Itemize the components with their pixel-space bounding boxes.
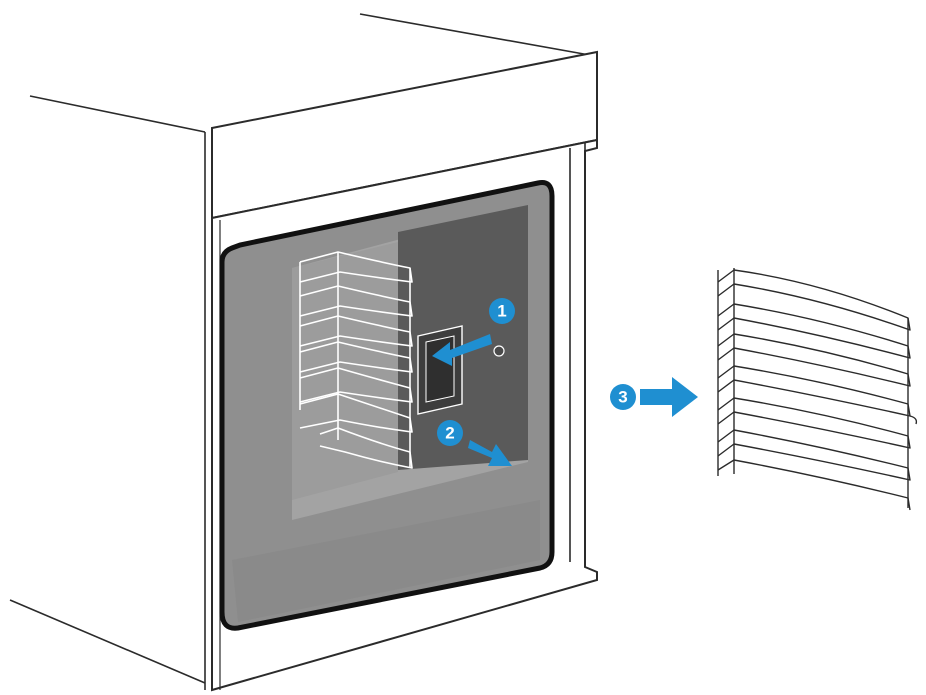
step-1-arrow [432, 298, 515, 366]
step-2-badge: 2 [445, 424, 454, 443]
oven-cavity [219, 180, 555, 631]
step-3-badge: 3 [618, 388, 627, 407]
step-3-label: 3 [618, 388, 627, 407]
step-3-arrow [610, 377, 698, 417]
step-2-arrow [437, 420, 512, 466]
shelf-support-removed [717, 268, 918, 511]
cabinet-outline [9, 13, 596, 690]
step-1-label: 1 [497, 302, 506, 321]
shelf-support-installed [299, 251, 413, 469]
step-1-badge: 1 [497, 302, 506, 321]
step-2-label: 2 [445, 424, 454, 443]
